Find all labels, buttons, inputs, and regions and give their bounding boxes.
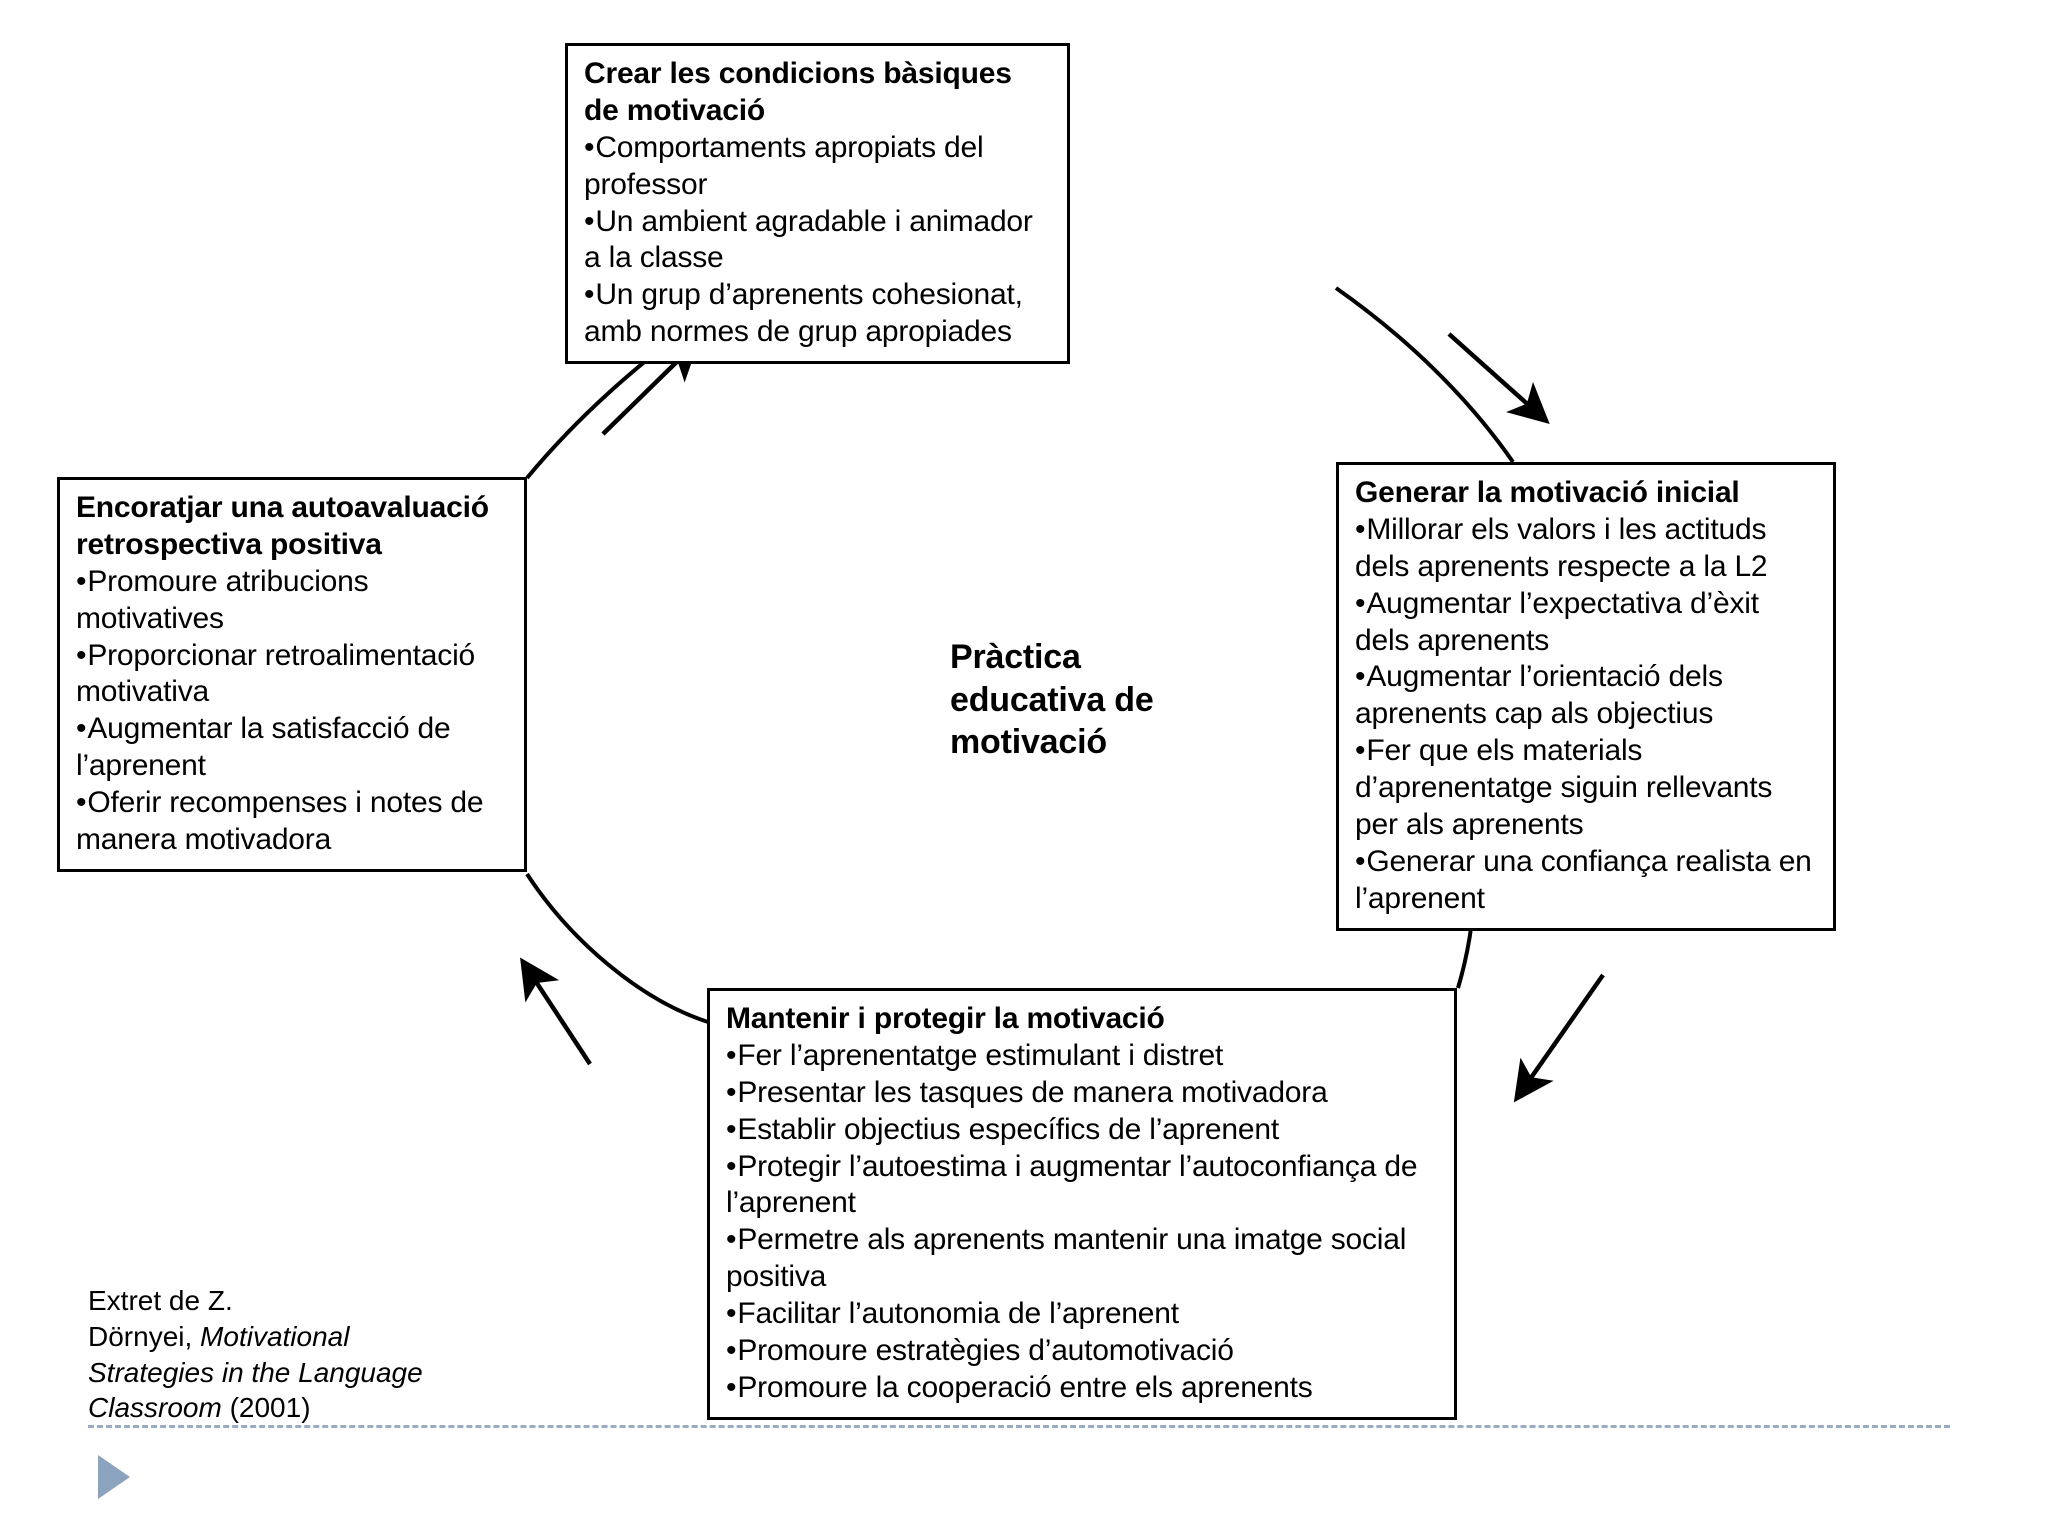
- node-title: Encoratjar una autoavaluació retrospecti…: [76, 491, 489, 561]
- list-item: Fer que els materials d’aprenentatge sig…: [1355, 733, 1819, 844]
- list-item: Un ambient agradable i animador a la cla…: [584, 204, 1053, 278]
- center-label: Pràctica educativa de motivació: [950, 636, 1250, 764]
- list-item: Augmentar l’orientació dels aprenents ca…: [1355, 659, 1819, 733]
- list-item: Permetre als aprenents mantenir una imat…: [726, 1222, 1440, 1296]
- author-name: Dörnyei,: [88, 1320, 201, 1352]
- list-item: Comportaments apropiats del professor: [584, 130, 1053, 204]
- list-item: Generar una confiança realista en l’apre…: [1355, 844, 1819, 918]
- list-item: Millorar els valors i les actituds dels …: [1355, 512, 1819, 586]
- list-item: Establir objectius específics de l’apren…: [726, 1112, 1440, 1149]
- node-bullet-list: Fer l’aprenentatge estimulant i distret …: [726, 1038, 1440, 1407]
- list-item: Oferir recompenses i notes de manera mot…: [76, 785, 510, 859]
- list-item: Promoure la cooperació entre els aprenen…: [726, 1370, 1440, 1407]
- center-label-line-2: educativa de: [950, 680, 1154, 719]
- center-label-line-3: motivació: [950, 723, 1107, 761]
- node-bullet-list: Comportaments apropiats del professor Un…: [584, 130, 1053, 351]
- attribution-line-1: Extret de Z.: [88, 1285, 233, 1316]
- list-item: Promoure estratègies d’automotivació: [726, 1333, 1440, 1370]
- list-item: Proporcionar retroalimentació motivativa: [76, 638, 510, 712]
- attribution-line-2: Dörnyei, Motivational: [88, 1319, 508, 1355]
- dashed-divider: [88, 1425, 1950, 1428]
- book-title-part-1: Motivational: [200, 1320, 350, 1352]
- list-item: Augmentar la satisfacció de l’aprenent: [76, 711, 510, 785]
- attribution-text: Extret de Z. Dörnyei, Motivational Strat…: [88, 1283, 508, 1426]
- node-mantenir-protegir-motivacio[interactable]: Mantenir i protegir la motivació Fer l’a…: [707, 988, 1457, 1420]
- arc-upper-right: [1334, 286, 1515, 464]
- book-title-part-3: Classroom: [88, 1392, 222, 1424]
- play-triangle-icon[interactable]: [98, 1455, 130, 1499]
- node-encoratjar-autoavaluacio[interactable]: Encoratjar una autoavaluació retrospecti…: [57, 477, 527, 872]
- list-item: Fer l’aprenentatge estimulant i distret: [726, 1038, 1440, 1075]
- publication-year: (2001): [221, 1392, 311, 1424]
- arrow-top-right: [1447, 332, 1550, 424]
- node-crear-condicions[interactable]: Crear les condicions bàsiques de motivac…: [565, 43, 1070, 365]
- node-title: Mantenir i protegir la motivació: [726, 1002, 1165, 1035]
- node-bullet-list: Millorar els valors i les actituds dels …: [1355, 512, 1819, 918]
- node-bullet-list: Promoure atribucions motivatives Proporc…: [76, 564, 510, 859]
- node-title: Generar la motivació inicial: [1355, 476, 1740, 509]
- node-title: Crear les condicions bàsiques de motivac…: [584, 57, 1012, 127]
- list-item: Protegir l’autoestima i augmentar l’auto…: [726, 1149, 1440, 1223]
- center-label-line-1: Pràctica: [950, 638, 1081, 676]
- node-generar-motivacio-inicial[interactable]: Generar la motivació inicial Millorar el…: [1336, 462, 1836, 931]
- list-item: Presentar les tasques de manera motivado…: [726, 1075, 1440, 1112]
- list-item: Promoure atribucions motivatives: [76, 564, 510, 638]
- list-item: Un grup d’aprenents cohesionat, amb norm…: [584, 277, 1053, 351]
- arrow-bottom-right: [1513, 973, 1605, 1103]
- arrow-bottom-left: [520, 957, 592, 1066]
- arc-lower-left: [525, 872, 709, 1024]
- attribution-line-4: Classroom (2001): [88, 1390, 508, 1426]
- book-title-part-2: Strategies in the Language: [88, 1356, 423, 1388]
- list-item: Augmentar l’expectativa d’èxit dels apre…: [1355, 586, 1819, 660]
- list-item: Facilitar l’autonomia de l’aprenent: [726, 1296, 1440, 1333]
